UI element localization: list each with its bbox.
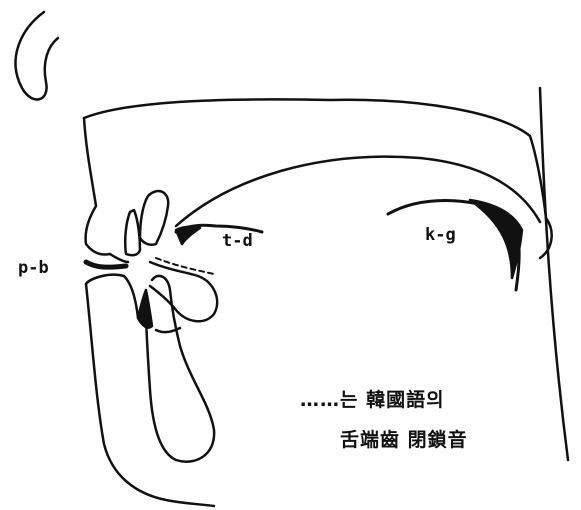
alveolar-contact-fill <box>176 227 200 244</box>
tongue-blade <box>150 262 217 321</box>
upper-lip <box>110 254 128 262</box>
palate-arc <box>176 157 540 226</box>
caption-line-2: 舌端齒 閉鎖音 <box>340 425 468 452</box>
velar-label: k-g <box>425 225 456 245</box>
upper-alveolar-ridge <box>140 191 168 245</box>
velar-contact-fill <box>470 200 522 278</box>
caption-line-1: ……는 韓國語의 <box>300 385 445 412</box>
lip-closure <box>86 262 126 267</box>
pharynx-wall <box>540 88 568 460</box>
bilabial-label: p-b <box>18 258 49 278</box>
alveolar-label: t-d <box>222 231 253 251</box>
lower-lip <box>86 275 138 318</box>
upper-incisor <box>125 210 140 255</box>
upper-face-front <box>84 118 110 255</box>
nose-outline <box>16 12 58 99</box>
upper-jaw-outline <box>84 99 552 258</box>
mandible-inner <box>146 276 214 462</box>
